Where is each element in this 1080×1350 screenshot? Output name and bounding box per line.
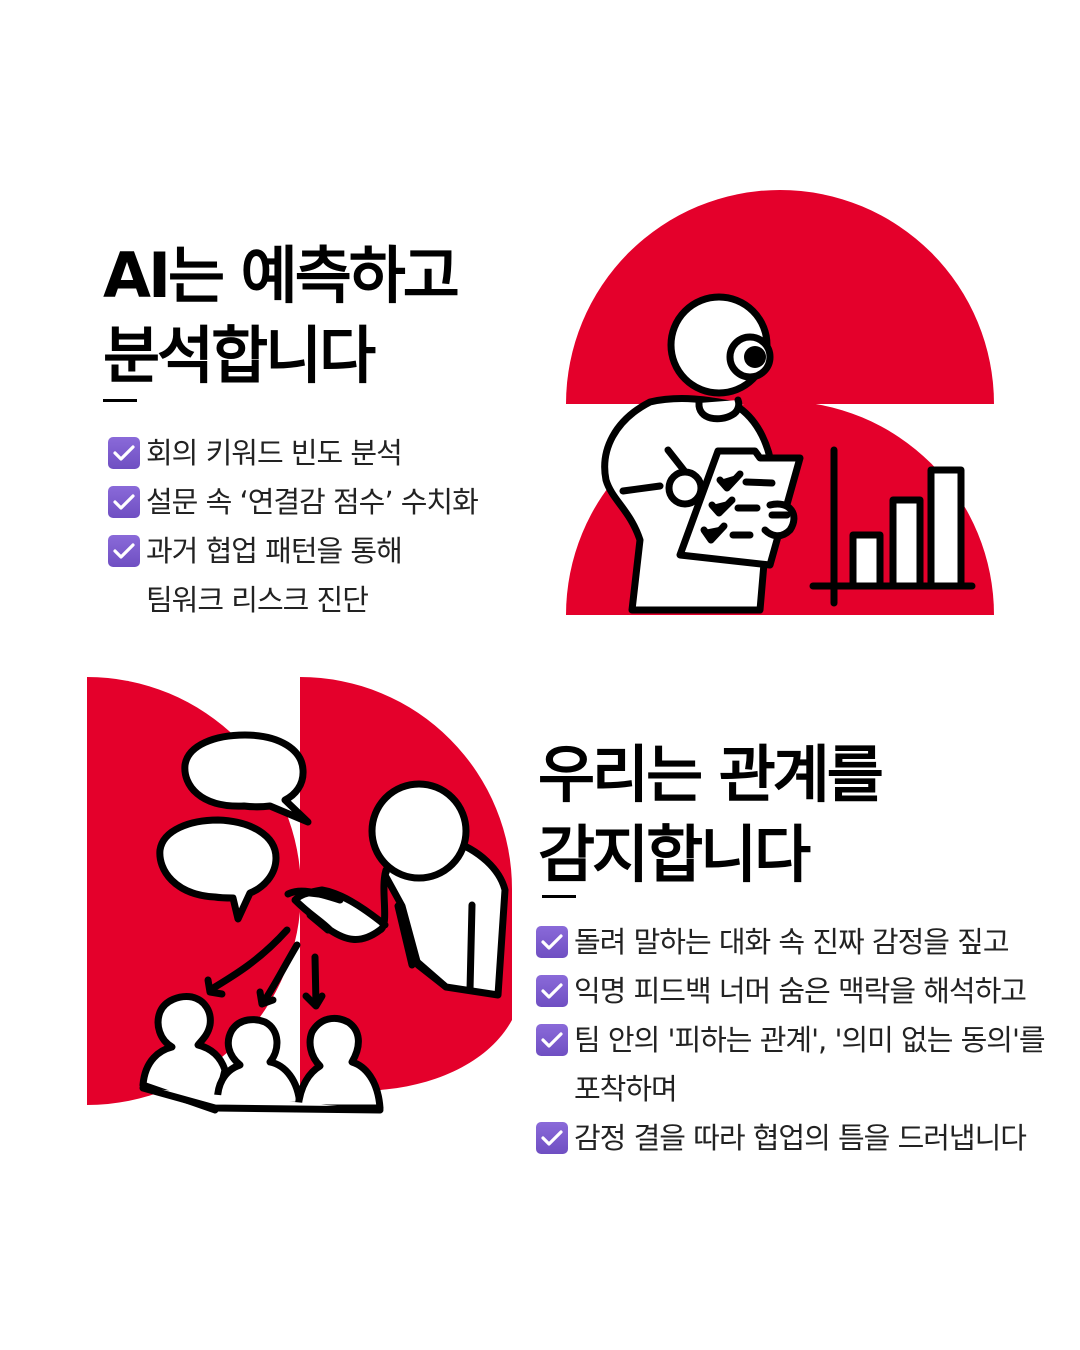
list-item: 설문 속 ‘연결감 점수’ 수치화 bbox=[108, 478, 479, 527]
list-item: 익명 피드백 너머 숨은 맥락을 해석하고 bbox=[536, 967, 1045, 1016]
list-item-text: 과거 협업 패턴을 통해 bbox=[146, 534, 403, 568]
section-ai-list: 회의 키워드 빈도 분석 설문 속 ‘연결감 점수’ 수치화 과거 협업 패턴을… bbox=[108, 429, 479, 625]
bar-chart-icon bbox=[809, 446, 976, 607]
checked-checkbox-icon bbox=[536, 1024, 568, 1056]
list-item-text: 회의 키워드 빈도 분석 bbox=[146, 436, 403, 470]
section-human-title-line2: 감지합니다 bbox=[538, 818, 811, 891]
list-item: 회의 키워드 빈도 분석 bbox=[108, 429, 478, 478]
section-human-title-line1: 우리는 관계를 bbox=[538, 738, 884, 811]
section-ai-title-line1: AI는 예측하고 bbox=[103, 239, 460, 312]
section-ai-title-line2: 분석합니다 bbox=[103, 319, 376, 392]
section-human-title-underline bbox=[542, 895, 576, 898]
checked-checkbox-icon bbox=[108, 486, 140, 518]
analyst-person-icon bbox=[601, 293, 804, 614]
pointing-person-icon bbox=[284, 780, 509, 999]
checked-checkbox-icon bbox=[536, 1122, 568, 1154]
section-human-list: 돌려 말하는 대화 속 진짜 감정을 짚고 익명 피드백 너머 숨은 맥락을 해… bbox=[536, 918, 1046, 1163]
section-ai-title-underline bbox=[103, 399, 137, 402]
list-item-continuation: 포착하며 bbox=[574, 1072, 678, 1106]
checked-checkbox-icon bbox=[536, 975, 568, 1007]
list-item-continuation: 팀워크 리스크 진단 bbox=[146, 583, 369, 617]
list-item-text: 팀 안의 '피하는 관계', '의미 없는 동의'를 bbox=[574, 1023, 1046, 1057]
list-item: 과거 협업 패턴을 통해 팀워크 리스크 진단 bbox=[108, 527, 478, 625]
list-item-text: 감정 결을 따라 협업의 틈을 드러냅니다 bbox=[574, 1121, 1027, 1155]
list-item-text: 익명 피드백 너머 숨은 맥락을 해석하고 bbox=[574, 974, 1027, 1008]
list-item: 돌려 말하는 대화 속 진짜 감정을 짚고 bbox=[536, 918, 1045, 967]
arrow-icon bbox=[204, 926, 326, 1010]
checked-checkbox-icon bbox=[108, 437, 140, 469]
speech-bubble-icon bbox=[156, 731, 312, 923]
list-item: 감정 결을 따라 협업의 틈을 드러냅니다 bbox=[536, 1114, 1045, 1163]
group-of-people-icon bbox=[139, 993, 384, 1114]
list-item-text: 돌려 말하는 대화 속 진짜 감정을 짚고 bbox=[574, 925, 1010, 959]
list-item: 팀 안의 '피하는 관계', '의미 없는 동의'를 포착하며 bbox=[536, 1016, 1046, 1114]
section-human-title: 우리는 관계를 감지합니다 bbox=[538, 735, 884, 895]
checked-checkbox-icon bbox=[536, 926, 568, 958]
red-semicircle-top bbox=[566, 190, 994, 404]
section-ai-title: AI는 예측하고 분석합니다 bbox=[103, 236, 460, 396]
list-item-text: 설문 속 ‘연결감 점수’ 수치화 bbox=[146, 485, 479, 519]
checked-checkbox-icon bbox=[108, 535, 140, 567]
